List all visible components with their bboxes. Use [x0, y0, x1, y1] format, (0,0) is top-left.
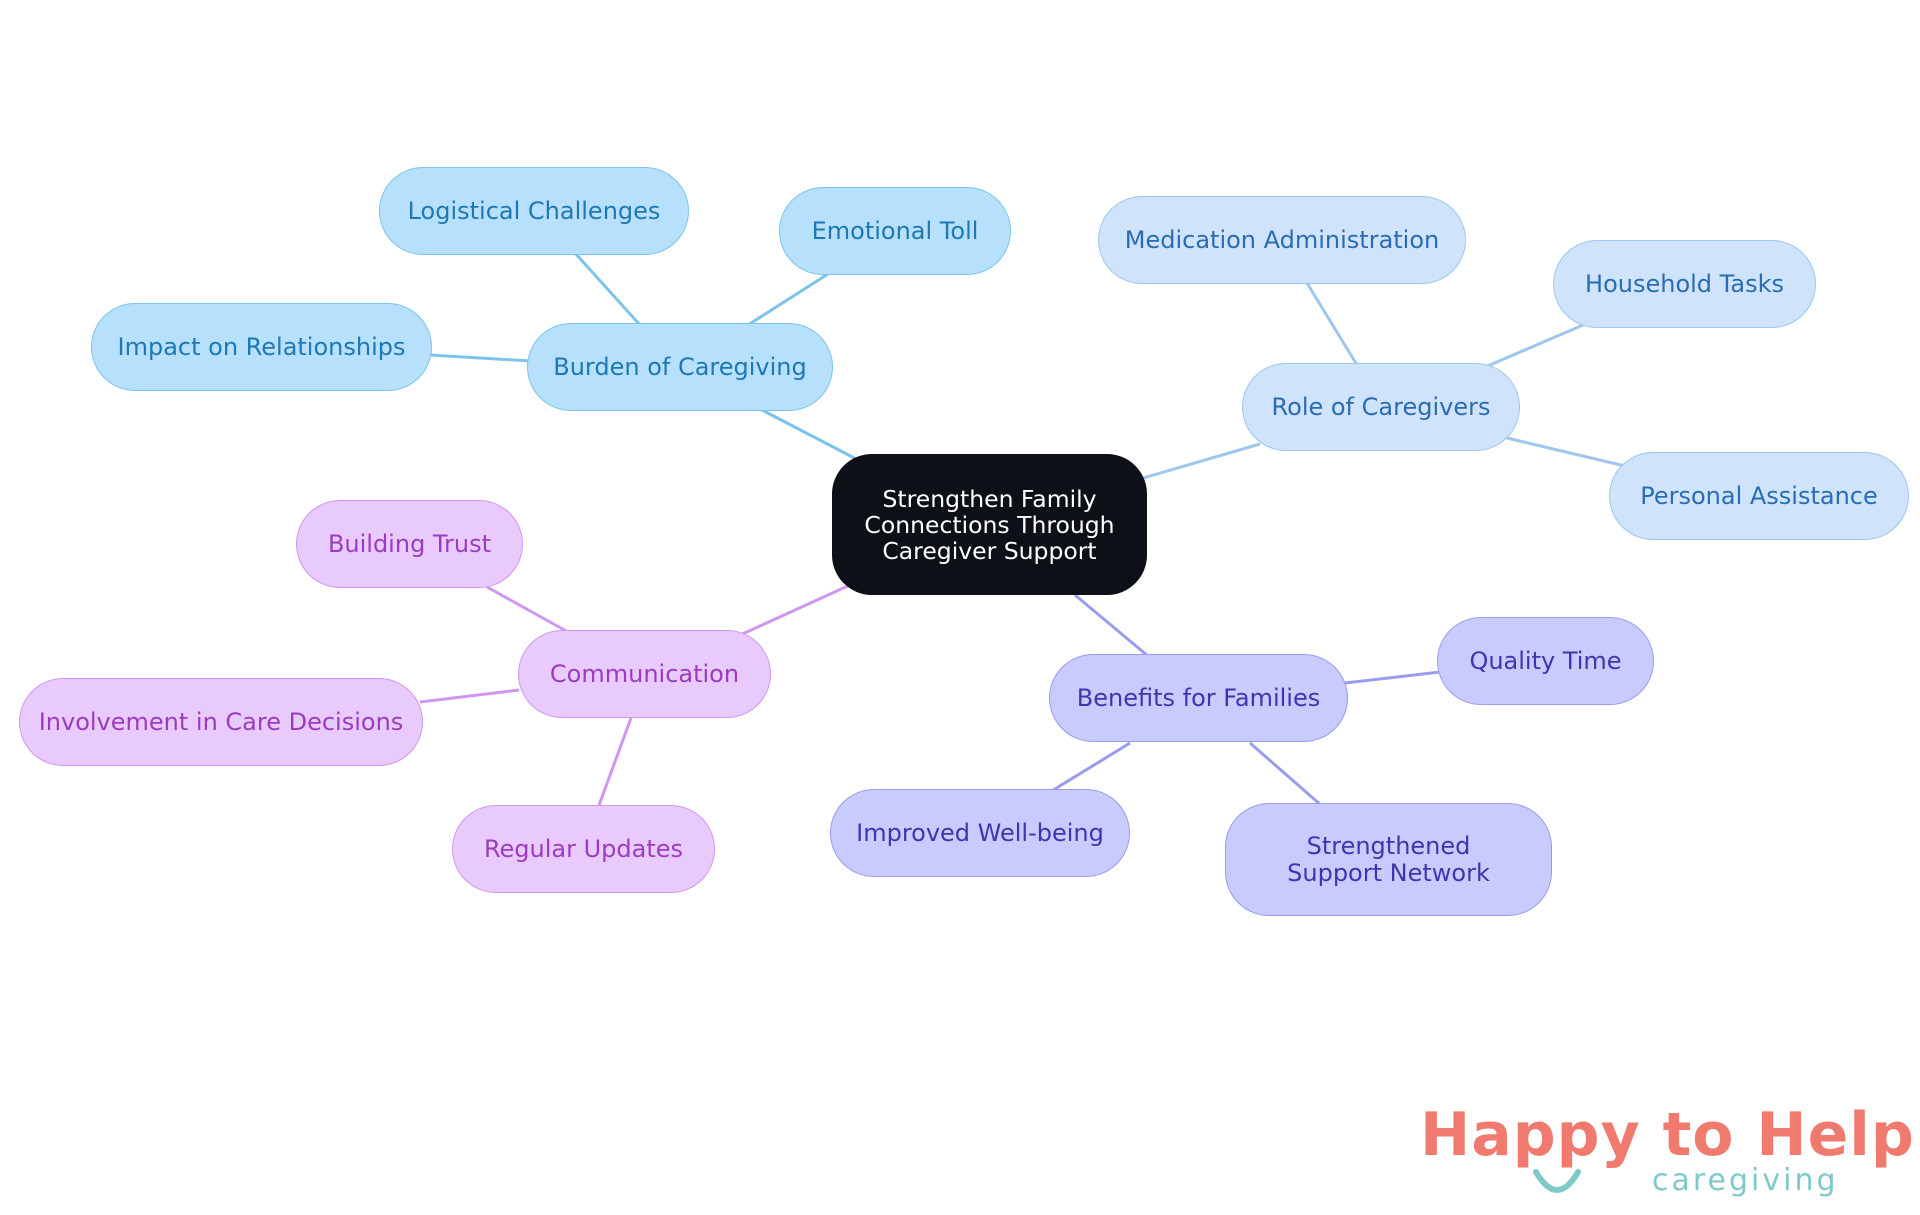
edge-root-role — [1142, 442, 1261, 480]
edge-burden-impact — [429, 353, 531, 363]
edge-root-bene — [1074, 593, 1149, 658]
node-medication-administration[interactable]: Medication Administration — [1098, 196, 1466, 284]
edge-role-personal — [1506, 436, 1626, 468]
smile-icon — [1533, 1169, 1581, 1193]
happy-to-help-logo: Happy to Help caregiving — [1420, 1102, 1914, 1210]
node-burden-of-caregiving[interactable]: Burden of Caregiving — [527, 323, 833, 411]
edge-burden-logistical — [573, 251, 642, 327]
node-strengthened-support-network[interactable]: Strengthened Support Network — [1225, 803, 1552, 916]
node-quality-time[interactable]: Quality Time — [1437, 617, 1654, 705]
logo-wordmark: Happy to Help — [1420, 1100, 1915, 1170]
edge-root-comm — [737, 583, 851, 638]
node-impact-on-relationships[interactable]: Impact on Relationships — [91, 303, 432, 391]
edge-role-household — [1482, 323, 1584, 370]
edge-comm-involvement — [419, 688, 520, 704]
node-regular-updates[interactable]: Regular Updates — [452, 805, 715, 893]
node-improved-well-being[interactable]: Improved Well-being — [830, 789, 1130, 877]
node-personal-assistance[interactable]: Personal Assistance — [1609, 452, 1909, 540]
edge-bene-support — [1249, 741, 1323, 808]
edge-bene-quality — [1344, 670, 1441, 685]
logo-tagline: caregiving — [1652, 1163, 1839, 1198]
edge-role-medication — [1305, 282, 1359, 366]
node-role-of-caregivers[interactable]: Role of Caregivers — [1242, 363, 1520, 451]
edge-burden-emotional — [747, 272, 829, 327]
node-emotional-toll[interactable]: Emotional Toll — [779, 187, 1011, 275]
edge-bene-wellbeing — [1049, 741, 1131, 794]
node-logistical-challenges[interactable]: Logistical Challenges — [379, 167, 689, 255]
node-involvement-in-care-decisions[interactable]: Involvement in Care Decisions — [19, 678, 423, 766]
edge-comm-trust — [486, 585, 569, 634]
edge-root-burden — [761, 408, 863, 464]
root-node[interactable]: Strengthen Family Connections Through Ca… — [832, 454, 1147, 595]
edge-comm-updates — [596, 717, 633, 809]
node-building-trust[interactable]: Building Trust — [296, 500, 523, 588]
node-communication[interactable]: Communication — [518, 630, 771, 718]
node-benefits-for-families[interactable]: Benefits for Families — [1049, 654, 1348, 742]
node-household-tasks[interactable]: Household Tasks — [1553, 240, 1816, 328]
